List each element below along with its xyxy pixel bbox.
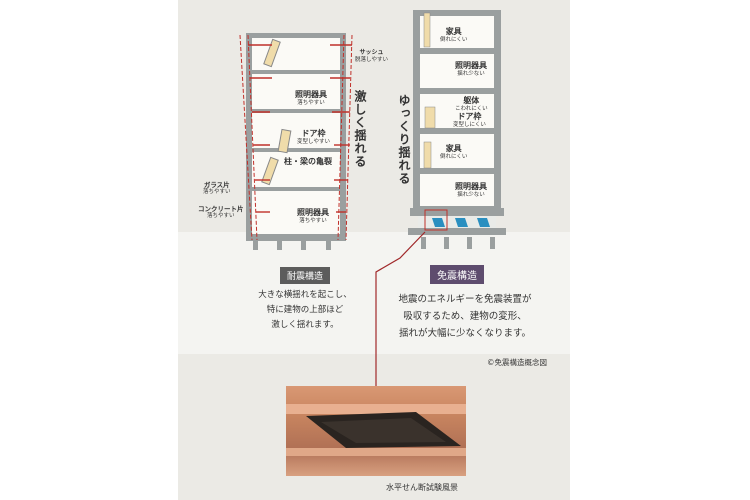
label-lighting: 照明器具揺れ少ない: [455, 61, 487, 77]
motion-label-slow: ゆっくり揺れる: [397, 94, 411, 185]
label-furniture: 家具倒れにくい: [440, 27, 468, 43]
label-lighting-2: 照明器具落ちやすい: [297, 208, 329, 224]
desc-line: 特に建物の上部ほど: [266, 305, 344, 315]
motion-label-violent: 激しく揺れる: [353, 90, 367, 168]
label-sash: サッシュ脱落しやすい: [355, 49, 388, 63]
seismic-structure-badge: 耐震構造: [280, 267, 331, 284]
label-concrete: コンクリート片落ちやすい: [198, 205, 244, 220]
seismic-description: 大きな横揺れを起こし、 特に建物の上部ほど 激しく揺れます。: [255, 288, 355, 333]
seismic-building: [239, 33, 353, 250]
isolation-description: 地震のエネルギーを免震装置が 吸収するため、建物の変形、 揺れが大幅に少なくなり…: [385, 291, 545, 342]
label-structure: 躯体こわれにくい: [455, 96, 488, 112]
isolator-icon: [432, 218, 490, 227]
label-column-crack: 柱・梁の亀裂: [284, 157, 332, 166]
label-furniture-2: 家具倒れにくい: [440, 144, 468, 160]
desc-line: 大きな横揺れを起こし、: [258, 290, 352, 300]
desc-line: 揺れが大幅に少なくなります。: [398, 328, 532, 339]
photo-caption: 水平せん断試験風景: [386, 483, 458, 492]
shear-test-photo: [286, 386, 466, 476]
label-door-frame: ドア枠変型しやすい: [297, 129, 330, 145]
bearing-image: [286, 404, 466, 456]
isolation-structure-badge: 免震構造: [430, 265, 484, 284]
desc-line: 激しく揺れます。: [271, 320, 339, 330]
isolator-highlight-box: [424, 209, 448, 231]
label-glass: ガラス片落ちやすい: [203, 181, 231, 196]
caption-band: [178, 232, 570, 354]
desc-line: 吸収するため、建物の変形、: [403, 311, 527, 322]
desc-line: 地震のエネルギーを免震装置が: [398, 294, 532, 305]
label-lighting-2: 照明器具揺れ少ない: [455, 182, 487, 198]
isolated-building: [375, 10, 506, 388]
label-lighting: 照明器具落ちやすい: [295, 90, 327, 106]
diagram-credit: ©免震構造概念図: [487, 358, 547, 367]
label-door-frame: ドア枠変型しにくい: [453, 112, 486, 128]
callout-line: [375, 231, 426, 388]
